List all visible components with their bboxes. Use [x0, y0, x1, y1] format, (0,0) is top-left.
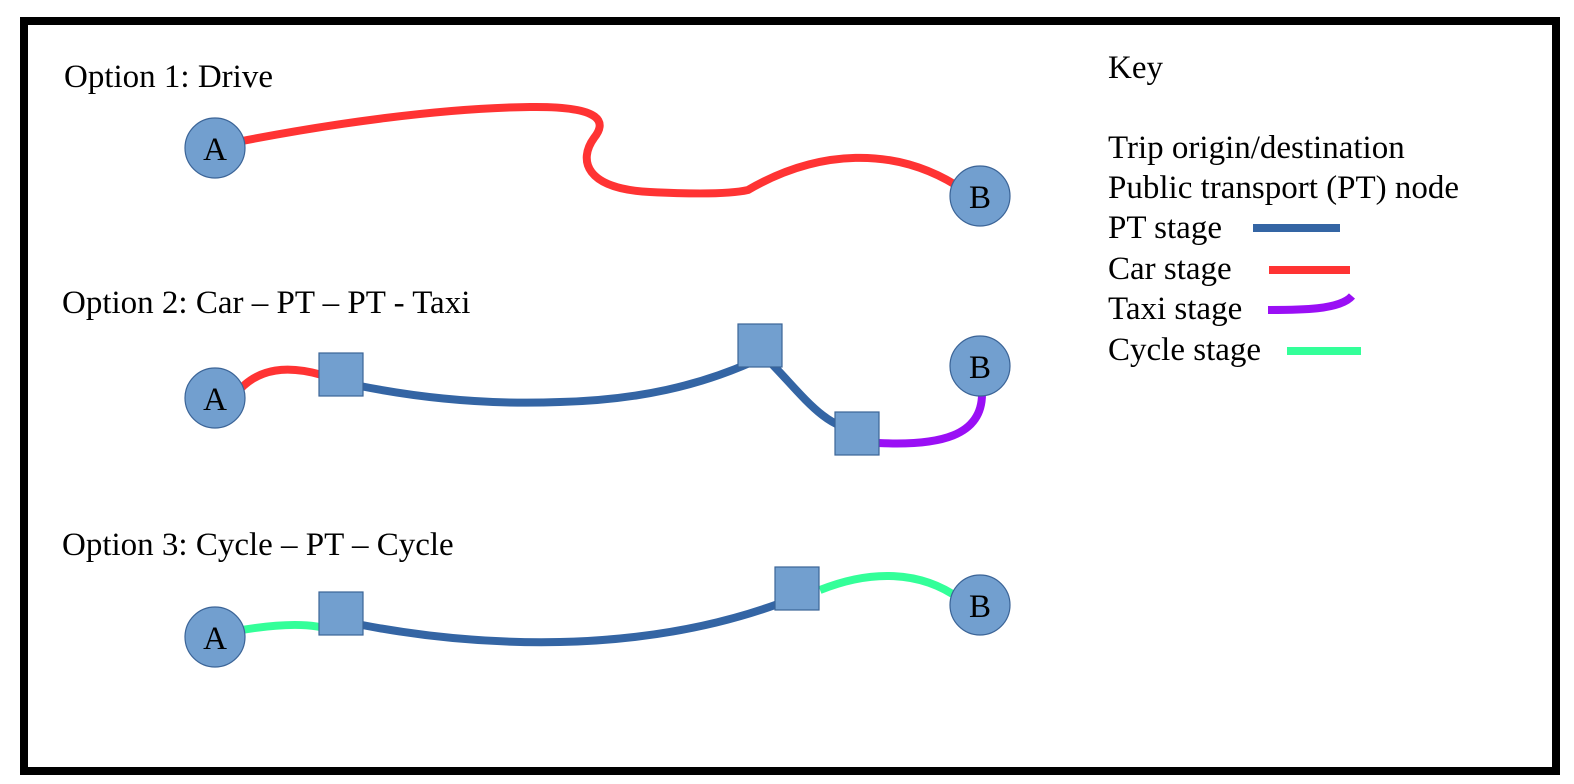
- option-2-title: Option 2: Car – PT – PT - Taxi: [62, 285, 470, 321]
- option-2-origin-label: A: [203, 382, 227, 418]
- option-1-destination-node: [949, 165, 1011, 227]
- option-3-pt-node-2: [774, 566, 820, 611]
- option-1-origin-node: [184, 117, 246, 179]
- key-item-pt-node: Public transport (PT) node: [1108, 170, 1459, 206]
- option-1-destination-label: B: [969, 180, 991, 216]
- option-1-origin-label: A: [203, 132, 227, 168]
- option-3-origin-node: [184, 606, 246, 668]
- option-1-car-stage: [241, 102, 968, 198]
- option-2-taxi-stage: [877, 393, 986, 448]
- option-3-pt-node-1: [318, 591, 364, 636]
- option-2-pt-stage-1: [359, 358, 754, 407]
- option-2-destination-label: B: [969, 350, 991, 386]
- option-1-title: Option 1: Drive: [64, 59, 273, 95]
- option-3-title: Option 3: Cycle – PT – Cycle: [62, 527, 454, 563]
- option-3-pt-stage: [361, 600, 780, 647]
- key-item-cycle-stage: Cycle stage: [1108, 332, 1261, 368]
- option-2-pt-node-3: [834, 411, 880, 456]
- diagram-frame: [20, 17, 1560, 775]
- key-item-car-stage: Car stage: [1108, 251, 1232, 287]
- key-title: Key: [1108, 50, 1163, 86]
- option-2-destination-node: [949, 335, 1011, 397]
- option-3-origin-label: A: [203, 621, 227, 657]
- key-taxi-stage-swatch: [1267, 293, 1356, 314]
- key-item-origin-destination: Trip origin/destination: [1108, 130, 1405, 166]
- option-3-destination-node: [949, 574, 1011, 636]
- option-2-car-stage: [232, 365, 324, 397]
- key-item-pt-stage: PT stage: [1108, 210, 1222, 246]
- option-2-pt-node-1: [318, 352, 364, 397]
- key-item-taxi-stage: Taxi stage: [1108, 291, 1242, 327]
- option-2-pt-node-2: [737, 323, 783, 368]
- option-3-cycle-stage-2: [818, 571, 963, 603]
- option-2-origin-node: [184, 367, 246, 429]
- option-3-destination-label: B: [969, 589, 991, 625]
